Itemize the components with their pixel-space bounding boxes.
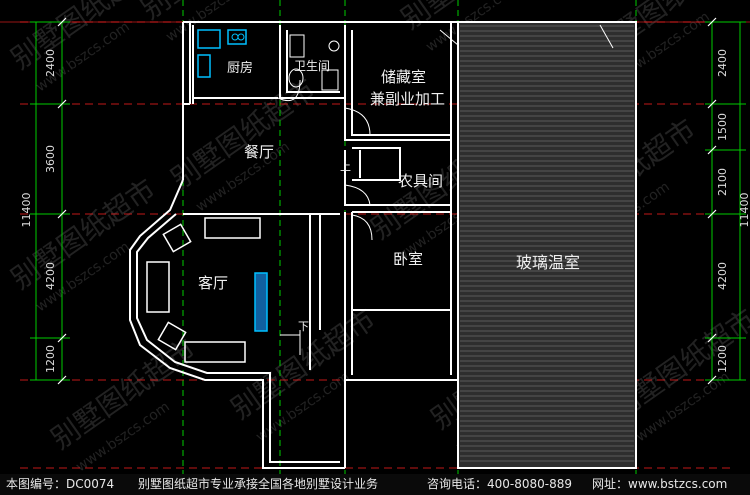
storage-label: 储藏室	[381, 68, 426, 86]
stair-down-label: 下	[298, 320, 309, 333]
footer-slogan: 别墅图纸超市专业承接全国各地别墅设计业务	[138, 477, 379, 491]
tools-label: 农具间	[398, 172, 443, 190]
footer-bar: 本图编号：DC0074 别墅图纸超市专业承接全国各地别墅设计业务 咨询电话：40…	[0, 474, 750, 495]
dim-right-2: 2100	[716, 168, 729, 196]
dim-right-0: 2400	[716, 49, 729, 77]
living-furniture	[146, 217, 261, 363]
dim-left-3: 1200	[44, 345, 57, 373]
greenhouse-hatch	[457, 21, 637, 469]
bathroom-fixtures	[288, 34, 340, 91]
dim-left-1: 3600	[44, 145, 57, 173]
storage-label-2: 兼副业加工	[370, 90, 445, 108]
dim-right-4: 1200	[716, 345, 729, 373]
greenhouse-label: 玻璃温室	[516, 253, 580, 272]
footer-phone: 咨询电话：400-8080-889	[427, 477, 573, 491]
aquarium-fixture	[254, 272, 268, 332]
dim-right-1: 1500	[716, 113, 729, 141]
dimension-lines: 2400 3600 4200 1200 11400 2400 1500 2100 4200 120…	[20, 17, 750, 385]
stairs	[280, 330, 301, 355]
stair-up-label: 上	[340, 160, 351, 173]
dim-right-total: 11400	[738, 193, 750, 228]
bathroom-label: 卫生间	[294, 59, 330, 73]
dim-left-0: 2400	[44, 49, 57, 77]
bedroom-label: 卧室	[393, 250, 423, 268]
kitchen-label: 厨房	[227, 60, 253, 76]
dining-label: 餐厅	[244, 143, 274, 161]
dim-left-2: 4200	[44, 262, 57, 290]
watermark-layer: 别墅图纸超市www.bszcs.com别墅图纸超市www.bszcs.com别墅…	[5, 0, 750, 474]
dim-left-total: 11400	[20, 193, 33, 228]
drawing-code: 本图编号：DC0074	[6, 477, 115, 491]
door-swings	[277, 24, 614, 241]
kitchen-fixtures	[197, 29, 247, 78]
footer-site: 网址：www.bstzcs.com	[592, 477, 728, 491]
living-label: 客厅	[198, 274, 228, 292]
walls	[129, 21, 459, 469]
floor-plan: 别墅图纸超市www.bszcs.com别墅图纸超市www.bszcs.com别墅…	[0, 0, 750, 474]
dim-right-3: 4200	[716, 262, 729, 290]
